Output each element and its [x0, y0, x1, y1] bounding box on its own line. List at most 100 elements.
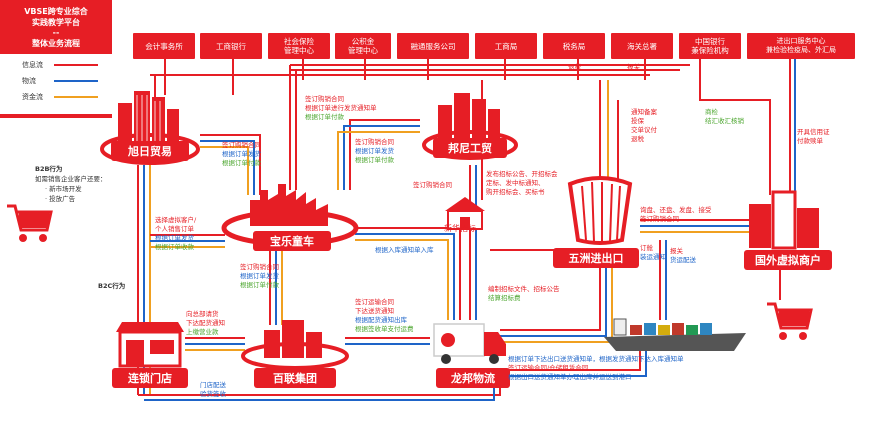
title-panel: VBSE跨专业综合 实践教学平台 -- 整体业务流程 信息流 物流 资金流: [0, 0, 112, 118]
note-b2b-line: · 新市场开发: [45, 185, 82, 193]
note-b2b-title: B2B行为: [35, 165, 63, 173]
flow-label: 签订购销合同: [640, 215, 679, 223]
flow-label: 投保: [631, 117, 644, 125]
flow-label: 交单议付: [631, 126, 657, 134]
legend-swatch-logistics: [54, 80, 98, 82]
legend-label-funds: 资金流: [22, 93, 43, 101]
flow-label: 下达送货通知: [355, 307, 394, 315]
title-line-4: 整体业务流程: [32, 39, 80, 48]
entity-chain-store[interactable]: 连锁门店: [112, 368, 188, 388]
flow-label: 选择虚拟客户/: [155, 216, 197, 224]
title-line-3: --: [52, 28, 60, 37]
flow-label: 根据订单收款: [155, 243, 194, 251]
flow-label: 订舱: [640, 244, 653, 252]
wuzhou-tower-icon: [567, 176, 633, 245]
title-line-1: VBSE跨专业综合: [24, 7, 88, 16]
flow-label: 购开招标会、买标书: [486, 188, 545, 196]
flow-label: 根据签收单支付运费: [355, 325, 414, 333]
flow-label: 签订购销合同: [222, 141, 261, 149]
cargo-ship-icon: [604, 318, 746, 351]
flow-label: 根据订单发货: [155, 234, 194, 242]
flow-label: 签订运输合同/仓储租赁合同: [508, 364, 589, 372]
shopping-cart-icon: [7, 204, 53, 242]
title-line-2: 实践教学平台: [32, 18, 80, 27]
bangni-building-icon: [422, 93, 518, 160]
flow-label: 签订购销合同: [305, 95, 344, 103]
flow-label: 结算招标费: [488, 294, 521, 302]
flow-label: 根据订单发货: [355, 147, 394, 155]
legend-panel: 信息流 物流 资金流: [0, 54, 112, 114]
org-customs[interactable]: 海关总署: [611, 33, 673, 59]
guowai-buildings-icon: [749, 190, 819, 250]
flow-label: 签订运输合同: [355, 298, 394, 306]
org-accounting-firm[interactable]: 会计事务所: [133, 33, 195, 59]
entity-bailian-group[interactable]: 百联集团: [254, 368, 336, 388]
legend-swatch-funds: [54, 96, 98, 98]
legend-label-logistics: 物流: [22, 77, 36, 85]
flow-label: 签订购销合同: [355, 138, 394, 146]
flow-label: 根据订单付款: [305, 113, 344, 121]
flow-label: 根据订单发货: [240, 272, 279, 280]
legend-label-info: 信息流: [22, 61, 43, 69]
entity-xuri-trade[interactable]: 旭日贸易: [111, 141, 189, 161]
flow-label: 根据入库通知单入库: [375, 246, 434, 254]
entity-longbang-logistics[interactable]: 龙邦物流: [436, 368, 510, 388]
legend-swatch-info: [54, 64, 98, 66]
flow-label: 开具信用证: [797, 128, 830, 136]
flow-label: 货运配送: [670, 256, 696, 264]
entity-foreign-virtual-merchant[interactable]: 国外虚拟商户: [744, 250, 832, 270]
org-bank-of-china[interactable]: 中国银行 兼保险机构: [679, 33, 741, 59]
flow-label: 根据订单发货: [222, 150, 261, 158]
shopping-cart-icon: [767, 302, 813, 340]
flow-label: 根据订单付款: [222, 159, 261, 167]
flow-label: 商检: [705, 108, 718, 116]
flow-label: 发布招标公告、开招标会: [486, 170, 558, 178]
flow-label: 向总部请货: [186, 310, 219, 318]
delivery-truck-icon: [433, 323, 506, 364]
flow-label: 个人销售订单: [155, 225, 194, 233]
note-b2c-title: B2C行为: [98, 282, 126, 290]
org-icbc-bank[interactable]: 工商银行: [200, 33, 262, 59]
flow-label: 通知备案: [631, 108, 657, 116]
org-social-insurance[interactable]: 社会保险 管理中心: [268, 33, 330, 59]
org-tax-bureau[interactable]: 税务局: [543, 33, 605, 59]
entity-bangni-industry[interactable]: 邦尼工贸: [433, 138, 507, 158]
flow-label: 报关: [627, 63, 640, 71]
flow-label: 报关: [670, 247, 683, 255]
flow-label: 签订购销合同: [240, 263, 279, 271]
org-housing-fund[interactable]: 公积金 管理中心: [335, 33, 391, 59]
flow-label: 根据订单付款: [240, 281, 279, 289]
flow-label: 门店配送: [200, 381, 226, 389]
flow-label: 根据配货通知出库: [355, 316, 407, 324]
flow-label: 付款赎单: [797, 137, 823, 145]
flow-label: 根据出口送货通知单办理出库并运送到港口: [508, 373, 632, 381]
org-industry-commerce-bureau[interactable]: 工商局: [475, 33, 537, 59]
flow-label: 签订购销合同: [413, 181, 452, 189]
store-icon: [116, 322, 184, 368]
flow-label: 装运通知: [640, 253, 666, 261]
flow-label: 退税: [568, 63, 581, 71]
entity-baole-toy-car[interactable]: 宝乐童车: [253, 231, 331, 251]
flow-label: 结汇收汇核销: [705, 117, 744, 125]
xinhua-house-icon: [445, 197, 485, 230]
entity-xinhua-tender[interactable]: 新华招标: [444, 224, 476, 233]
entity-wuzhou-import-export[interactable]: 五洲进出口: [553, 248, 639, 268]
flow-label: 验货签收: [200, 390, 226, 398]
flow-label: 询盘、还盘、发盘、接受: [640, 206, 712, 214]
flow-label: 定标、发中标通知、: [486, 179, 545, 187]
flow-label: 下达配货通知: [186, 319, 225, 327]
flow-label: 退税: [631, 135, 644, 143]
flow-label: 上缴营业款: [186, 328, 219, 336]
bailian-building-icon: [241, 320, 349, 370]
org-rongtong-services[interactable]: 融通服务公司: [397, 33, 469, 59]
org-import-export-center[interactable]: 进出口服务中心 兼检验检疫局、外汇局: [747, 33, 855, 59]
note-b2b-line: 如需销售企业客户还要：: [35, 175, 107, 183]
flow-label: 根据订单下达出口送货通知单，根据发货通知下达入库通知单: [508, 355, 684, 363]
flow-label: 根据订单付款: [355, 156, 394, 164]
note-b2b-line: · 投放广告: [45, 195, 76, 203]
flow-label: 编制招标文件、招标公告: [488, 285, 560, 293]
xuri-building-icon: [100, 91, 200, 165]
flow-label: 根据订单进行发货通知单: [305, 104, 377, 112]
